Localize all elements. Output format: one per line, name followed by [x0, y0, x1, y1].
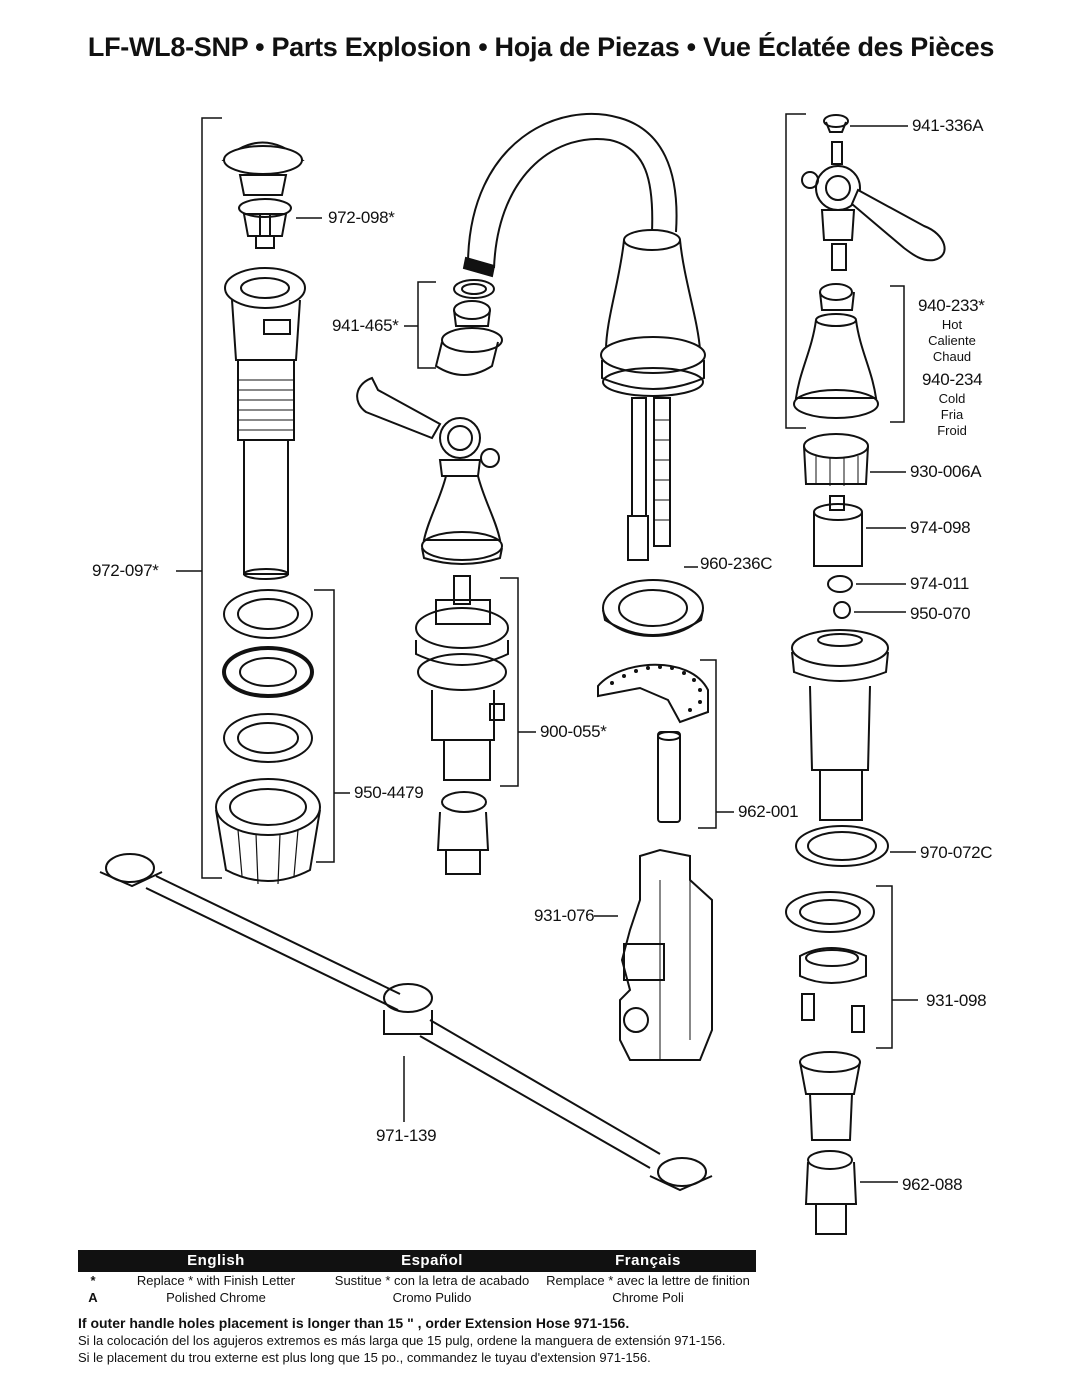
- legend-es: Cromo Pulido: [392, 1290, 472, 1305]
- label-970-072C: 970-072C: [920, 843, 993, 862]
- valve-stem-body: [791, 629, 889, 821]
- bonnet-nut-930-006A: [803, 433, 906, 486]
- legend-header-espanol: Español: [401, 1252, 463, 1269]
- spout-gasket: [602, 579, 704, 637]
- label-940-234-cold: Cold: [938, 391, 966, 406]
- label-940-233-caliente: Caliente: [928, 333, 976, 348]
- left-escutcheon: [421, 475, 503, 565]
- label-972-098: 972-098*: [328, 208, 395, 227]
- hose-971-139: [99, 853, 713, 1192]
- spring-950-070: [833, 601, 906, 619]
- label-962-088: 962-088: [902, 1175, 963, 1194]
- cartridge-974-098: [813, 495, 906, 567]
- legend-es: Sustitue * con la letra de acabado: [334, 1273, 530, 1288]
- label-931-098: 931-098: [926, 991, 987, 1010]
- label-940-233-chaud: Chaud: [932, 349, 972, 364]
- label-931-076: 931-076: [534, 906, 595, 925]
- extension-hose-notes: If outer handle holes placement is longe…: [78, 1315, 726, 1366]
- aerator-parts: [434, 279, 503, 376]
- label-900-055: 900-055*: [540, 722, 607, 741]
- legend-header: English Español Français: [78, 1250, 756, 1272]
- drain-gaskets: [222, 589, 314, 763]
- page-title: LF-WL8-SNP • Parts Explosion • Hoja de P…: [87, 32, 995, 62]
- handle-button: [823, 114, 908, 165]
- legend-header-english: English: [187, 1252, 245, 1269]
- left-lever-handle: [356, 376, 500, 477]
- spout: [462, 113, 706, 561]
- label-962-001: 962-001: [738, 802, 799, 821]
- right-lever-handle: [801, 165, 946, 271]
- label-974-098: 974-098: [910, 518, 971, 537]
- drain-body-tube: [224, 267, 306, 580]
- legend-fr: Remplace * avec la lettre de finition: [546, 1273, 750, 1288]
- label-972-097: 972-097*: [92, 561, 159, 580]
- stopper-insert: [238, 198, 292, 249]
- legend-key: *: [90, 1273, 96, 1288]
- label-974-011: 974-011: [910, 574, 970, 593]
- coupling-962-088: [799, 1051, 898, 1235]
- label-940-234: 940-234: [922, 370, 983, 389]
- label-941-336A: 941-336A: [912, 116, 984, 135]
- legend-fr: Chrome Poli: [612, 1290, 684, 1305]
- legend-key: A: [88, 1290, 98, 1305]
- label-940-234-fria: Fria: [940, 407, 964, 422]
- drain-locknut: [215, 778, 321, 885]
- left-valve-body: [415, 575, 509, 781]
- seal-974-011: [827, 575, 906, 593]
- label-941-465: 941-465*: [332, 316, 399, 335]
- label-960-236C: 960-236C: [700, 554, 773, 573]
- label-971-139: 971-139: [376, 1126, 437, 1145]
- note-spanish: Si la colocación del los agujeros extrem…: [78, 1333, 726, 1348]
- label-940-233: 940-233*: [918, 296, 985, 315]
- legend-en: Polished Chrome: [166, 1290, 266, 1305]
- note-french: Si le placement du trou externe est plus…: [78, 1350, 651, 1365]
- legend-row: A Polished Chrome Cromo Pulido Chrome Po…: [78, 1289, 756, 1306]
- drain-stopper-cap: [221, 141, 305, 196]
- label-950-4479: 950-4479: [354, 783, 424, 802]
- finish-legend-table: English Español Français * Replace * wit…: [78, 1250, 756, 1306]
- legend-header-francais: Français: [615, 1252, 681, 1269]
- gasket-970-072C: [795, 825, 916, 867]
- mounting-hardware-931-098: [785, 891, 875, 1033]
- mounting-plate-962-001: [597, 663, 709, 823]
- legend-en: Replace * with Finish Letter: [136, 1273, 296, 1288]
- label-940-233-hot: Hot: [941, 317, 963, 332]
- left-hose-connector: [436, 791, 490, 875]
- label-950-070: 950-070: [910, 604, 971, 623]
- label-940-234-froid: Froid: [937, 423, 967, 438]
- legend-row: * Replace * with Finish Letter Sustitue …: [78, 1272, 756, 1289]
- right-escutcheon-940-233: [793, 283, 879, 419]
- parts-explosion-diagram: [99, 113, 946, 1235]
- note-english: If outer handle holes placement is longe…: [78, 1315, 630, 1331]
- label-930-006A: 930-006A: [910, 462, 982, 481]
- valve-body-931-076: [619, 848, 713, 1061]
